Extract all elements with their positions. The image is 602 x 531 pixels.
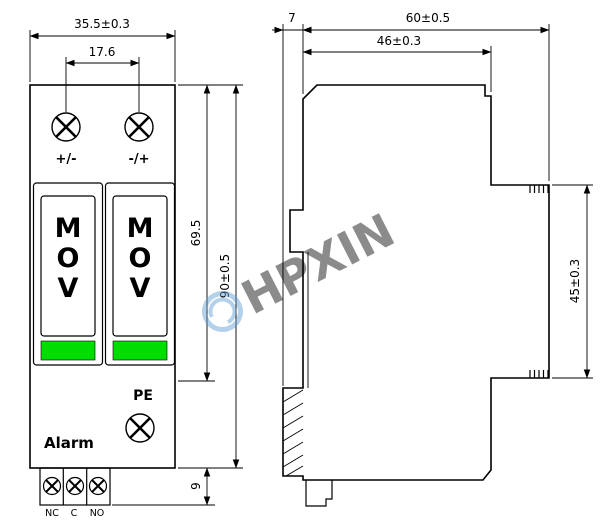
mov-letter: M xyxy=(55,213,82,244)
dim-width-label: 35.5±0.3 xyxy=(74,17,130,31)
mov-letter: M xyxy=(127,213,154,244)
mov-letter: V xyxy=(130,273,151,304)
polarity-right-label: -/+ xyxy=(128,152,149,167)
status-indicator-green xyxy=(40,340,96,361)
mov-letter: O xyxy=(129,243,152,274)
no-terminal-label: NO xyxy=(90,508,105,519)
dim-body-depth-label: 46±0.3 xyxy=(377,34,421,48)
pe-label: PE xyxy=(133,388,153,404)
module-window xyxy=(112,195,168,337)
dim-clip-offset-label: 7 xyxy=(288,11,296,25)
side-profile-outline xyxy=(282,84,550,481)
dim-total-height-label: 90±0.5 xyxy=(218,254,232,298)
front-view: +/- -/+ M O V M O V PE Alarm xyxy=(29,84,176,519)
module-housing xyxy=(104,182,176,366)
dim-pitch-label: 17.6 xyxy=(89,45,116,59)
dim-block-height-label: 45±0.3 xyxy=(568,259,582,303)
mov-module-right: M O V xyxy=(104,182,176,366)
din-clip-hatching xyxy=(282,389,304,477)
alarm-terminal-block: NC C NO xyxy=(39,467,111,519)
watermark-logo-icon xyxy=(201,290,243,332)
terminal-block-outline xyxy=(39,467,111,506)
watermark-logo-swirl-icon xyxy=(208,297,237,324)
c-terminal-label: C xyxy=(71,508,78,519)
module-window xyxy=(40,195,96,337)
watermark-text: HPXIN xyxy=(233,203,403,325)
polarity-left-label: +/- xyxy=(55,152,76,167)
mov-module-left: M O V xyxy=(32,182,104,366)
side-view-dimensions: 7 60±0.5 46±0.3 45±0.3 xyxy=(272,11,593,386)
pe-screw xyxy=(124,412,156,444)
front-view-dimensions: 35.5±0.3 17.6 69.5 90±0.5 9 xyxy=(29,17,243,506)
dim-body-height-label: 69.5 xyxy=(189,220,203,247)
c-terminal-screw xyxy=(65,476,85,496)
no-terminal-screw xyxy=(88,476,108,496)
module-housing xyxy=(32,182,104,366)
nc-terminal-screw xyxy=(42,476,62,496)
terminal-screw-right xyxy=(123,111,155,143)
terminal-screw-left xyxy=(50,111,82,143)
terminal-block-ribs xyxy=(529,185,549,378)
mov-letter: O xyxy=(57,243,80,274)
alarm-label: Alarm xyxy=(44,434,94,452)
status-indicator-green xyxy=(112,340,168,361)
dim-terminal-height-label: 9 xyxy=(189,482,203,490)
dim-total-depth-label: 60±0.5 xyxy=(406,11,450,25)
bottom-foot xyxy=(305,480,333,507)
nc-terminal-label: NC xyxy=(45,508,59,519)
side-view xyxy=(282,84,550,507)
mov-letter: V xyxy=(58,273,79,304)
